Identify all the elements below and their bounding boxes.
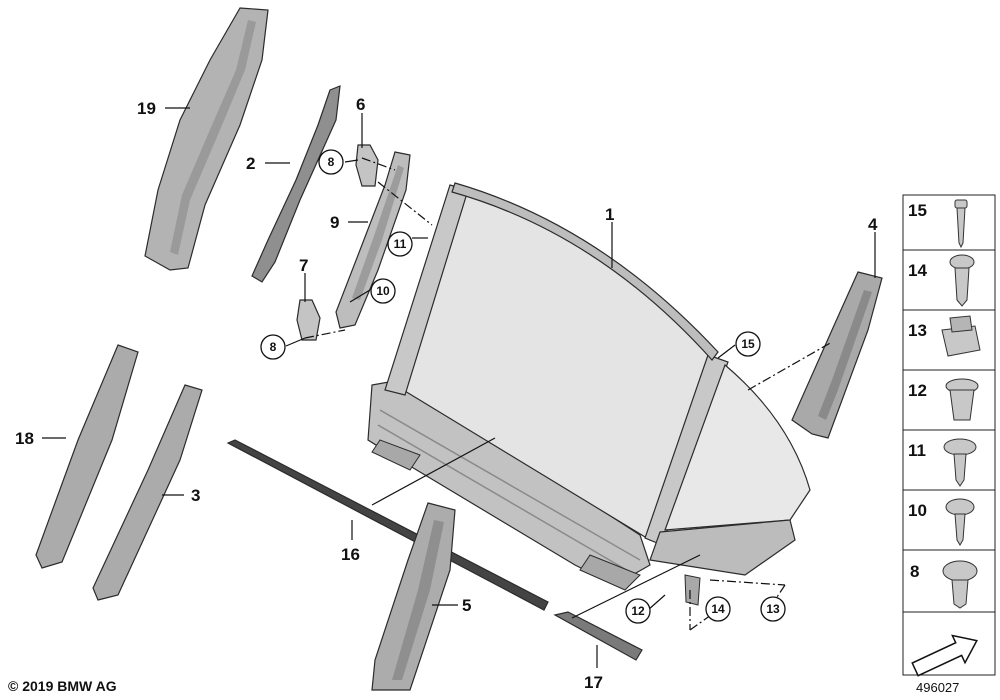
parts-list-item: 10	[908, 501, 927, 520]
callout-15: 15	[735, 331, 761, 357]
callout-7: 7	[299, 256, 308, 275]
svg-text:8: 8	[270, 340, 277, 354]
parts-list-item: 11	[908, 441, 926, 460]
parts-list-table: 15 14 13 12 11 10 8	[902, 194, 996, 677]
callout-4: 4	[868, 215, 878, 234]
part-1-sunblind-assembly	[367, 182, 811, 606]
part-18-trim-strip	[35, 344, 139, 569]
callout-17: 17	[584, 673, 603, 692]
callout-16: 16	[341, 545, 360, 564]
callout-6: 6	[356, 95, 365, 114]
dash-lines	[304, 157, 833, 631]
callout-1: 1	[605, 205, 614, 224]
svg-text:13: 13	[766, 602, 780, 616]
part-7-bracket	[296, 299, 321, 341]
callout-14: 14	[705, 596, 731, 622]
part-9-guide-rail	[335, 151, 411, 329]
image-number: 496027	[916, 680, 960, 695]
part-4-trim-panel	[791, 271, 883, 439]
nut-icon	[945, 378, 979, 421]
part-17-seal	[553, 611, 643, 661]
leader-lines	[42, 107, 876, 668]
screw-icon	[954, 199, 968, 249]
svg-text:11: 11	[394, 237, 407, 251]
svg-text:8: 8	[328, 155, 335, 169]
parts-list-item: 15	[908, 201, 927, 220]
parts-list-item: 14	[908, 261, 927, 280]
parts-list-item: 13	[908, 321, 927, 340]
svg-text:15: 15	[741, 337, 755, 351]
part-6-bracket	[355, 144, 379, 187]
screw-icon	[945, 498, 975, 546]
callout-10: 10	[370, 278, 396, 304]
screw-icon	[949, 254, 975, 307]
part-2-seal-strip	[251, 85, 341, 283]
callout-12: 12	[625, 598, 651, 624]
callout-8-top: 8	[318, 149, 344, 175]
callout-9: 9	[330, 213, 339, 232]
svg-text:10: 10	[376, 284, 390, 298]
part-3-trim-strip	[92, 384, 203, 601]
screw-icon	[942, 560, 978, 609]
callout-11: 11	[387, 231, 413, 257]
arrow-icon	[911, 634, 978, 677]
callout-18: 18	[15, 429, 34, 448]
svg-text:14: 14	[711, 602, 725, 616]
part-19-pillar-trim	[144, 7, 269, 271]
parts-list-item: 8	[910, 562, 919, 581]
copyright-notice: © 2019 BMW AG	[8, 678, 117, 694]
callout-5: 5	[462, 596, 471, 615]
parts-list-item: 12	[908, 381, 927, 400]
callout-13: 13	[760, 596, 786, 622]
callout-2: 2	[246, 154, 255, 173]
callout-8-bottom: 8	[260, 334, 286, 360]
clip-icon	[941, 315, 981, 357]
svg-text:12: 12	[631, 604, 645, 618]
callout-19: 19	[137, 99, 156, 118]
screw-icon	[943, 438, 977, 487]
part-5-pillar-trim	[371, 502, 456, 691]
callout-3: 3	[191, 486, 200, 505]
